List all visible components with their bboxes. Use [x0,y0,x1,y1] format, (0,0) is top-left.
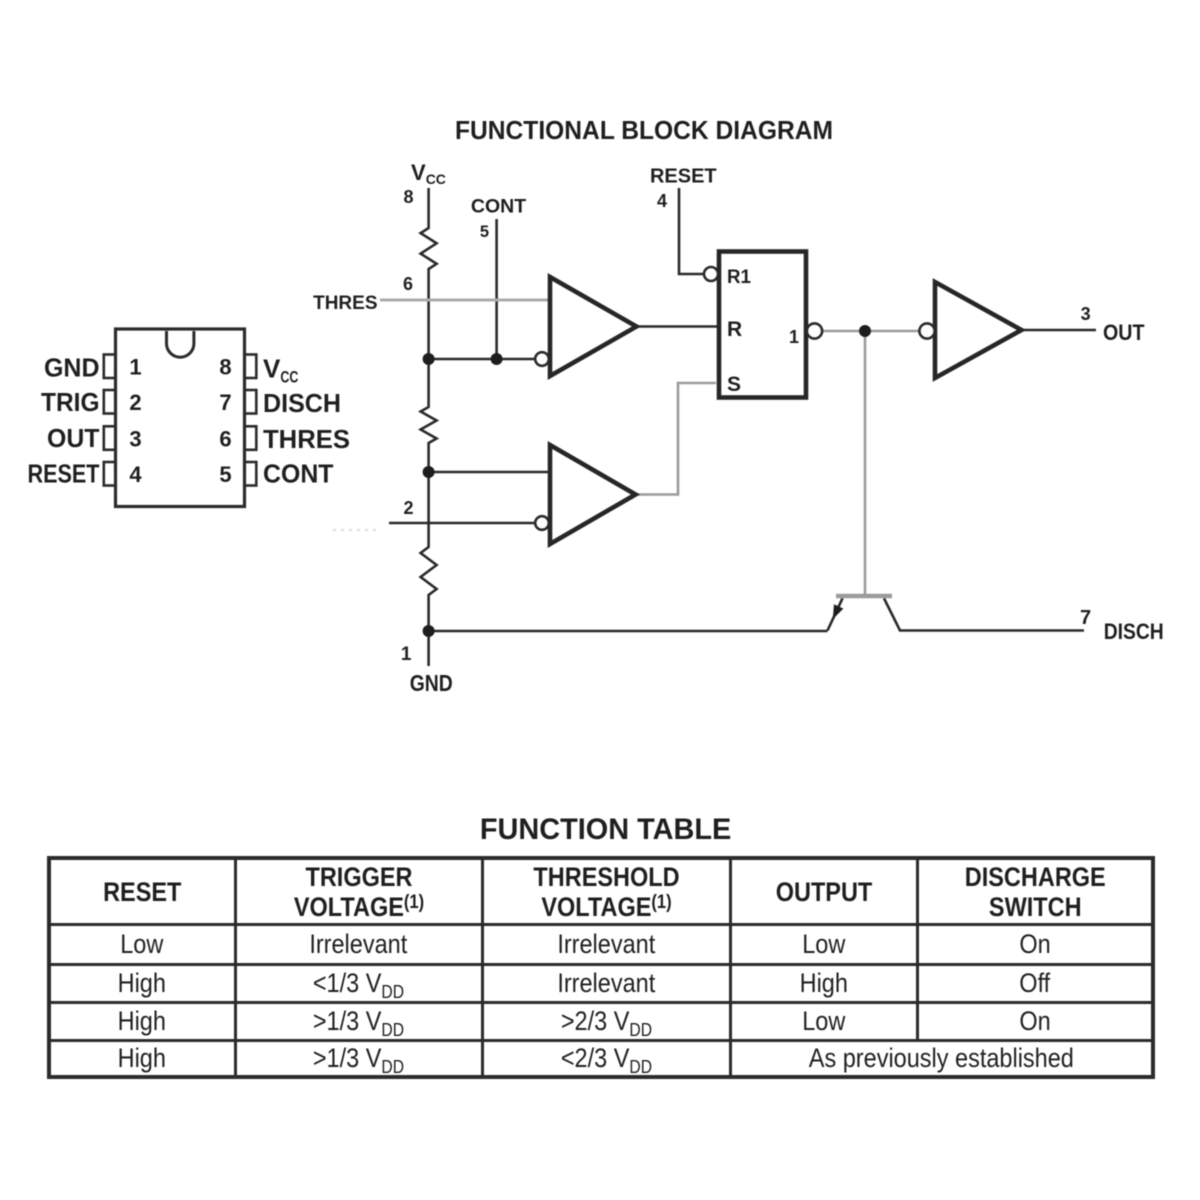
label-pin8: 8 [403,187,413,207]
label-thres: THRES [313,293,377,314]
cell-trigger-4: >1/3 VDD [233,1039,484,1079]
label-pin2: 2 [403,498,413,518]
dip8-label-reset: RESET [28,459,100,489]
label-cont: CONT [471,196,526,218]
function-table-row-4: High >1/3 VDD <2/3 VDD As previously est… [47,1039,1155,1079]
label-pin3: 3 [1081,304,1091,324]
label-pin7: 7 [1080,607,1091,629]
cell-reset-1: Low [47,923,237,966]
cell-output-1: Low [728,923,919,966]
dip8-label-gnd: GND [44,353,100,383]
label-pin5: 5 [480,223,489,241]
junction-dot-latch-output [859,325,871,337]
label-out: OUT [1103,320,1145,345]
comparator-1-input-bubble [533,350,551,368]
diagram-title: FUNCTIONAL BLOCK DIAGRAM [455,117,833,145]
cell-output-3: Low [728,1001,919,1042]
cell-trigger-1: Irrelevant [233,923,484,966]
schematic-labels: VCC 8 CONT 5 6 THRES 2 RESET 4 R1 R S 1 … [313,160,1164,696]
dip8-label-thres: THRES [263,424,350,454]
cell-threshold-4: <2/3 VDD [480,1039,732,1079]
label-vcc: VCC [411,160,446,187]
junction-dot-divider-upper [422,353,435,365]
function-table-title: FUNCTION TABLE [480,813,732,846]
cell-switch-2: Off [915,963,1155,1004]
dip8-pin4-number: 4 [129,462,142,487]
dip8-left-labels: GND TRIG OUT RESET [28,353,100,489]
cell-switch-3: On [915,1001,1155,1042]
comparator-2-input-bubble [533,514,551,532]
dip8-pin5-number: 5 [219,462,231,487]
junction-dot-cont [490,353,503,365]
function-table-row-1: Low Irrelevant Irrelevant Low On [47,923,1155,966]
cell-switch-1: On [915,923,1155,966]
wire-vcc-divider [417,188,440,666]
latch-output-bubble [805,322,824,340]
cell-reset-3: High [47,1001,237,1042]
label-pin4: 4 [657,191,667,211]
transistor-collector [882,597,1084,632]
function-table-row-2: High <1/3 VDD Irrelevant High Off [47,963,1155,1004]
dip8-pin6-number: 6 [219,426,231,451]
junction-dots [422,325,871,637]
label-latch-r1: R1 [727,267,751,288]
junction-dot-divider-lower [422,466,435,478]
transistor-arrowhead [832,604,844,620]
dip8-pin-numbers: 1 2 3 4 8 7 6 5 [129,355,231,488]
cell-reset-4: High [47,1039,237,1079]
dip8-pin7-number: 7 [219,390,231,415]
label-latch-s: S [727,373,741,396]
cell-output-switch-merged: As previously established [728,1039,1155,1079]
function-table-row-3: High >1/3 VDD >2/3 VDD Low On [47,1001,1155,1042]
output-buffer [932,278,1027,382]
label-pin1: 1 [401,644,412,665]
label-latch-r: R [727,318,742,341]
dip8-label-cont: CONT [263,459,334,489]
dip8-label-disch: DISCH [263,388,341,418]
cell-threshold-2: Irrelevant [480,963,732,1004]
wire-comp2-latch [635,381,716,496]
dip8-label-vcc: VCC [263,354,298,387]
latch-r1-input-bubble [702,265,720,283]
functional-block-diagram: FUNCTIONAL BLOCK DIAGRAM 1 2 3 [28,117,1164,696]
header-output: OUTPUT [728,856,919,926]
comparator-2 [547,441,641,548]
sr-latch [716,249,809,400]
label-latch-out-pin1: 1 [789,327,799,347]
label-reset: RESET [650,165,717,187]
cell-threshold-1: Irrelevant [480,923,732,966]
dip8-label-out: OUT [47,423,100,453]
header-reset: RESET [47,856,237,926]
dip8-pin8-number: 8 [219,355,231,380]
schematic-wires [389,188,1096,666]
cell-trigger-2: <1/3 VDD [233,963,484,1004]
buffer-input-bubble [918,322,936,340]
dip8-right-labels: VCC DISCH THRES CONT [263,354,350,489]
dip8-pin2-number: 2 [129,390,141,415]
cell-trigger-3: >1/3 VDD [233,1001,484,1042]
cell-threshold-3: >2/3 VDD [480,1001,732,1042]
inversion-bubbles [533,265,936,532]
label-gnd: GND [410,670,453,696]
cell-output-2: High [728,963,919,1004]
dip8-pin1-number: 1 [129,355,141,380]
label-disch: DISCH [1104,619,1164,644]
dip8-label-trig: TRIG [41,387,100,417]
dip8-package [102,327,258,509]
dip8-pin3-number: 3 [129,426,141,451]
comparator-1 [547,273,642,380]
dip8-notch [165,331,196,359]
wire-reset [677,188,704,276]
label-pin6: 6 [403,274,413,294]
junction-dot-gnd [422,625,435,637]
cell-reset-2: High [47,963,237,1004]
